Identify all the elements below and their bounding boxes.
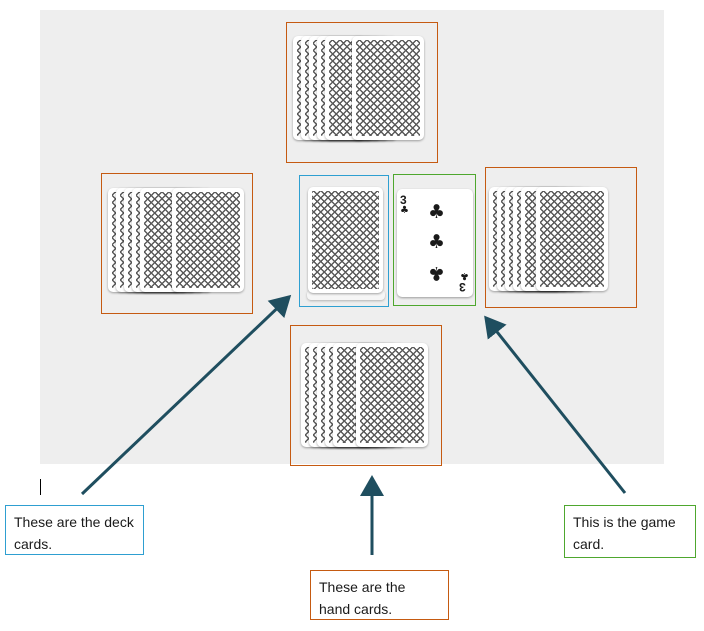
deck-label-text: These are the deck cards. xyxy=(14,514,134,552)
club-icon: ♣ xyxy=(400,205,409,216)
deck-card[interactable] xyxy=(308,187,383,293)
game-arrow xyxy=(484,315,627,494)
club-icon: ♣ xyxy=(428,231,446,253)
card-back[interactable] xyxy=(536,187,608,291)
hand-left xyxy=(101,173,253,314)
game-card-zone: 3 ♣ ♣ ♣ ♣ ♣ 3 xyxy=(393,174,476,306)
hand-label-text: These are the hand cards. xyxy=(319,579,406,617)
game-label-text: This is the game card. xyxy=(573,514,676,552)
hand-bottom xyxy=(290,325,442,466)
deck-stack-edge xyxy=(307,290,385,300)
hand-top xyxy=(286,22,438,163)
card-back[interactable] xyxy=(172,188,244,292)
game-label: This is the game card. xyxy=(564,505,696,558)
card-rank-top: 3 xyxy=(400,193,407,207)
game-card: 3 ♣ ♣ ♣ ♣ ♣ 3 xyxy=(397,189,473,297)
hand-right xyxy=(485,167,637,308)
text-cursor xyxy=(40,479,41,495)
deck-label: These are the deck cards. xyxy=(5,505,144,555)
card-back[interactable] xyxy=(352,36,424,140)
deck-arrow xyxy=(80,294,292,496)
card-back[interactable] xyxy=(356,343,428,447)
deck-zone xyxy=(299,175,389,307)
hand-label: These are the hand cards. xyxy=(310,570,449,620)
club-icon: ♣ xyxy=(428,201,446,223)
